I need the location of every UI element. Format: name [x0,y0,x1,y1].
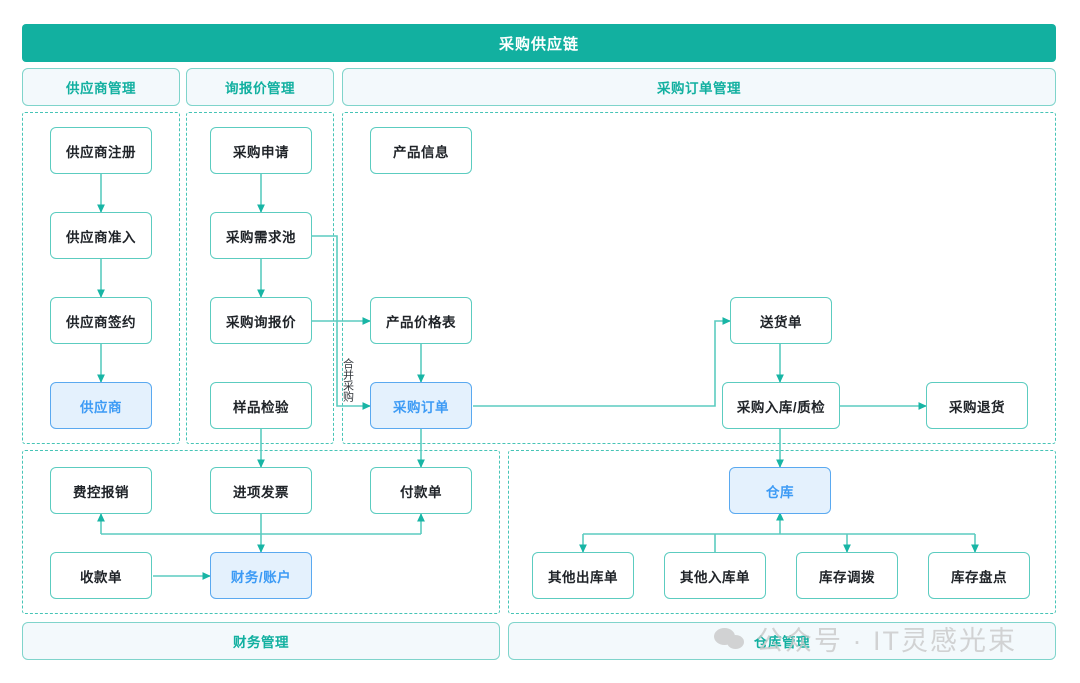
node-stock-count[interactable]: 库存盘点 [928,552,1030,599]
node-purchase-request[interactable]: 采购申请 [210,127,312,174]
node-other-inbound[interactable]: 其他入库单 [664,552,766,599]
node-purchase-order[interactable]: 采购订单 [370,382,472,429]
section-header-purchase-order: 采购订单管理 [342,68,1056,106]
node-payment-note[interactable]: 付款单 [370,467,472,514]
node-receipt-note[interactable]: 收款单 [50,552,152,599]
node-input-invoice[interactable]: 进项发票 [210,467,312,514]
group-warehouse [508,450,1056,614]
node-purchase-return[interactable]: 采购退货 [926,382,1028,429]
node-supplier-register[interactable]: 供应商注册 [50,127,152,174]
node-demand-pool[interactable]: 采购需求池 [210,212,312,259]
node-purchase-receipt-qc[interactable]: 采购入库/质检 [722,382,840,429]
group-supplier [22,112,180,444]
section-header-supplier: 供应商管理 [22,68,180,106]
node-sample-inspection[interactable]: 样品检验 [210,382,312,429]
section-header-finance: 财务管理 [22,622,500,660]
section-header-warehouse: 仓库管理 [508,622,1056,660]
section-header-rfq: 询报价管理 [186,68,334,106]
node-expense-reimbursement[interactable]: 费控报销 [50,467,152,514]
edge-label-merge-purchase: 合并采购 [341,358,354,402]
node-supplier-contract[interactable]: 供应商签约 [50,297,152,344]
node-warehouse[interactable]: 仓库 [729,467,831,514]
node-finance-account[interactable]: 财务/账户 [210,552,312,599]
node-purchase-rfq[interactable]: 采购询报价 [210,297,312,344]
diagram-title: 采购供应链 [22,24,1056,62]
node-supplier-access[interactable]: 供应商准入 [50,212,152,259]
node-other-outbound[interactable]: 其他出库单 [532,552,634,599]
node-product-info[interactable]: 产品信息 [370,127,472,174]
node-delivery-note[interactable]: 送货单 [730,297,832,344]
node-stock-transfer[interactable]: 库存调拨 [796,552,898,599]
node-supplier[interactable]: 供应商 [50,382,152,429]
node-product-price-list[interactable]: 产品价格表 [370,297,472,344]
